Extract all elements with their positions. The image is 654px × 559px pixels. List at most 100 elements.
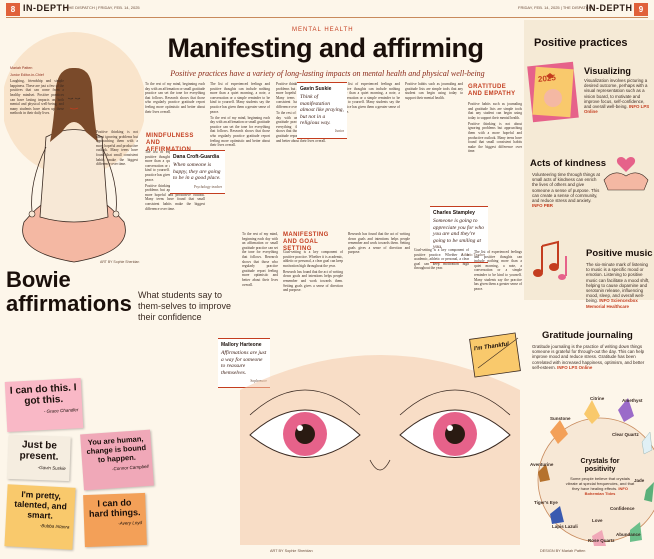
crystal-label: Confidence bbox=[610, 506, 635, 511]
crystals-description: Some people believe that crystals vibrat… bbox=[565, 476, 635, 496]
story-paragraph: The list of experienced feelings and pos… bbox=[474, 250, 522, 291]
story-paragraph: Research has found that the act of writi… bbox=[348, 232, 410, 255]
masthead: 8 IN-DEPTH THE DISPATCH | FRIDAY, FEB. 1… bbox=[0, 0, 654, 20]
bowie-title-line: Bowie bbox=[6, 267, 71, 292]
eyes-illustration bbox=[240, 355, 520, 545]
quote-role: Athletic Teacher bbox=[461, 253, 485, 258]
crystal-label: Citrine bbox=[590, 396, 605, 401]
story-column-lower-1: Research has found that the act of writi… bbox=[348, 232, 410, 322]
quote-text: Affirmations are just a way for someone … bbox=[221, 350, 267, 376]
sticky-text: I'm pretty, talented, and smart. bbox=[14, 488, 68, 521]
sticky-author: -Bubba Intanra bbox=[39, 523, 70, 530]
gratitude-source: INFO LPS Online bbox=[557, 364, 593, 370]
story-column-wrap: Positive thinking is not about ignoring … bbox=[96, 130, 138, 250]
crystal-label: Tiger's Eye bbox=[534, 500, 558, 505]
story-byline: Mariah Patten bbox=[10, 66, 33, 70]
gratitude-journal-illustration bbox=[469, 332, 521, 378]
section-name-right: IN-DEPTH bbox=[586, 3, 633, 13]
masthead-rule bbox=[6, 17, 648, 18]
affirmation-sticky-note: I can do hard things. -Avery Loyd bbox=[83, 492, 147, 548]
story-paragraph: To the rest of my mind, beginning each d… bbox=[210, 115, 270, 148]
story-paragraph: Positive habits such as journaling and g… bbox=[405, 82, 463, 100]
sticky-author: -Avery Loyd bbox=[118, 520, 143, 526]
art-credit: ART BY Sophie Sheridan bbox=[100, 260, 140, 264]
left-eye bbox=[249, 389, 361, 458]
crystal-label: Amethyst bbox=[622, 398, 643, 403]
vision-board-year: 2025 bbox=[537, 73, 557, 84]
story-paragraph: Positive thinking is not about ignoring … bbox=[468, 121, 522, 154]
crystal-label: Jade bbox=[634, 478, 645, 483]
page-title: Manifesting and affirming bbox=[167, 33, 484, 63]
crystals-title: Crystals for positivity bbox=[580, 458, 620, 473]
story-paragraph: Goal-setting is a key component of posit… bbox=[414, 248, 469, 271]
quote-author: Gavin Suskie bbox=[300, 86, 332, 92]
visualizing-body: Visualization involves picturing a desir… bbox=[584, 78, 648, 110]
music-source: INFO Sciencexbox Memorial Healthcare bbox=[586, 298, 638, 309]
gratitude-body: Gratitude journaling is the practice of … bbox=[532, 344, 645, 370]
quote-author: Charles Stampley bbox=[433, 210, 475, 216]
sticky-text: I can do hard things. bbox=[88, 497, 141, 519]
meditating-figure-illustration bbox=[4, 32, 144, 263]
crystals-wheel-illustration bbox=[537, 398, 654, 546]
kindness-source: INFO PBR bbox=[532, 203, 553, 209]
quote-text: When someone is happy, they are going to… bbox=[173, 162, 221, 182]
crystal-label: Aventurine bbox=[530, 462, 554, 467]
footer-design-credit: DESIGN BY Mariah Patten bbox=[540, 549, 586, 553]
sticky-author: - Grace Chandler bbox=[43, 407, 79, 415]
subhead-gratitude-empathy: GRATITUDE AND EMPATHY bbox=[468, 84, 516, 97]
affirmation-sticky-note: Just be present. -Gavin Suskie bbox=[7, 434, 71, 482]
story-paragraph: Laughing, friendship and simple happines… bbox=[10, 79, 64, 116]
gratitude-title: Gratitude journaling bbox=[542, 330, 633, 341]
crystal-label: Clear Quartz bbox=[612, 432, 639, 437]
music-body: The six-minute mark of listening to musi… bbox=[586, 262, 650, 304]
story-column-lower-2: Goal-setting is a key component of posit… bbox=[414, 248, 469, 324]
story-paragraph: The list of experienced feelings and pos… bbox=[340, 82, 400, 114]
story-column-3: The list of experienced feelings and pos… bbox=[210, 82, 270, 322]
music-notes-illustration bbox=[533, 240, 567, 280]
music-title: Positive music bbox=[586, 248, 653, 259]
crystals-body: Some people believe that crystals vibrat… bbox=[565, 476, 635, 491]
story-paragraph: Positive habits such as journaling and g… bbox=[468, 102, 522, 120]
gratitude-text: Gratitude journaling is the practice of … bbox=[532, 344, 650, 370]
story-column-7: Positive habits such as journaling and g… bbox=[468, 102, 522, 252]
crystal-label: Lapis Lazuli bbox=[552, 524, 578, 529]
story-paragraph: To the rest of my mind, beginning each d… bbox=[242, 232, 278, 287]
story-column-6: Positive habits such as journaling and g… bbox=[405, 82, 463, 232]
page-number-right: 9 bbox=[634, 3, 648, 16]
sticky-text: Just be present. bbox=[19, 439, 59, 463]
visualizing-title: Visualizing bbox=[584, 66, 631, 76]
section-name-left: IN-DEPTH bbox=[23, 3, 70, 13]
bowie-title-line: affirmations bbox=[6, 291, 132, 316]
quote-text: Think of manifestation almost like prayi… bbox=[300, 94, 344, 127]
kindness-text: Volunteering time through things at smal… bbox=[532, 172, 600, 208]
bowie-affirmations-subtitle: What students say to them-selves to impr… bbox=[138, 290, 232, 322]
story-column-2: To the rest of my mind, beginning each d… bbox=[145, 82, 205, 128]
pull-quote: Charles Stampley Someone is going to app… bbox=[430, 206, 488, 263]
story-paragraph: Goal-setting is a key component of posit… bbox=[283, 250, 343, 268]
quote-role: Junior bbox=[335, 129, 344, 134]
story-paragraph: To the rest of my mind, beginning each d… bbox=[145, 82, 205, 114]
kindness-title: Acts of kindness bbox=[530, 158, 607, 169]
affirmation-sticky-note: I can do this. I got this. - Grace Chand… bbox=[4, 378, 84, 432]
page-meta-left: THE DISPATCH | FRIDAY, FEB. 14, 2025 bbox=[66, 5, 140, 10]
story-deck: Positive practices have a variety of lon… bbox=[170, 69, 485, 78]
subhead-manifesting: MANIFESTING AND GOAL SETTING bbox=[283, 232, 329, 252]
sticky-text: I can do this. I got this. bbox=[9, 382, 77, 408]
affirmation-sticky-note: I'm pretty, talented, and smart. -Bubba … bbox=[4, 484, 76, 550]
vision-board-illustration bbox=[527, 61, 579, 123]
right-eye bbox=[399, 389, 511, 458]
bowie-affirmations-title: Bowie affirmations bbox=[6, 268, 132, 316]
visualizing-text: Visualization involves picturing a desir… bbox=[584, 78, 650, 114]
story-paragraph: The list of experienced feelings and pos… bbox=[210, 82, 270, 114]
crystal-label: Rose Quartz bbox=[588, 538, 615, 543]
affirmation-sticky-note: You are human, change is bound to happen… bbox=[80, 429, 154, 491]
sticky-author: -Connor Campbell bbox=[111, 463, 149, 472]
story-column-lower-3: The list of experienced feelings and pos… bbox=[474, 250, 522, 322]
subhead-mindfulness: MINDFULNESS AND AFFIRMATION bbox=[146, 133, 194, 153]
story-kicker: MENTAL HEALTH bbox=[292, 27, 354, 33]
sticky-author: -Gavin Suskie bbox=[37, 464, 66, 471]
pull-quote: Mallory Harteone Affirmations are just a… bbox=[218, 338, 270, 389]
pull-quote: Gavin Suskie Think of manifestation almo… bbox=[297, 82, 347, 139]
pull-quote: Dana Croft-Guardia When someone is happy… bbox=[170, 150, 225, 195]
story-byline-role: Junior Editor-in-Chief bbox=[10, 72, 44, 77]
